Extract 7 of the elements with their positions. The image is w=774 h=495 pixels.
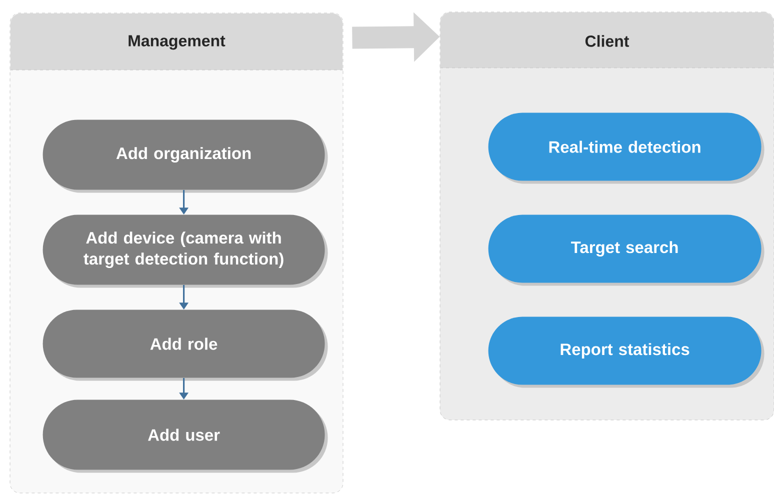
process-box: Add device (camera with target detection function) — [42, 214, 328, 288]
process-box: Add role — [42, 310, 328, 381]
process-box: Real-time detection — [488, 112, 764, 184]
process-box: Add user — [42, 400, 328, 473]
process-box: Target search — [488, 214, 764, 286]
process-box: Report statistics — [488, 316, 764, 388]
process-box: Add organization — [42, 120, 328, 193]
